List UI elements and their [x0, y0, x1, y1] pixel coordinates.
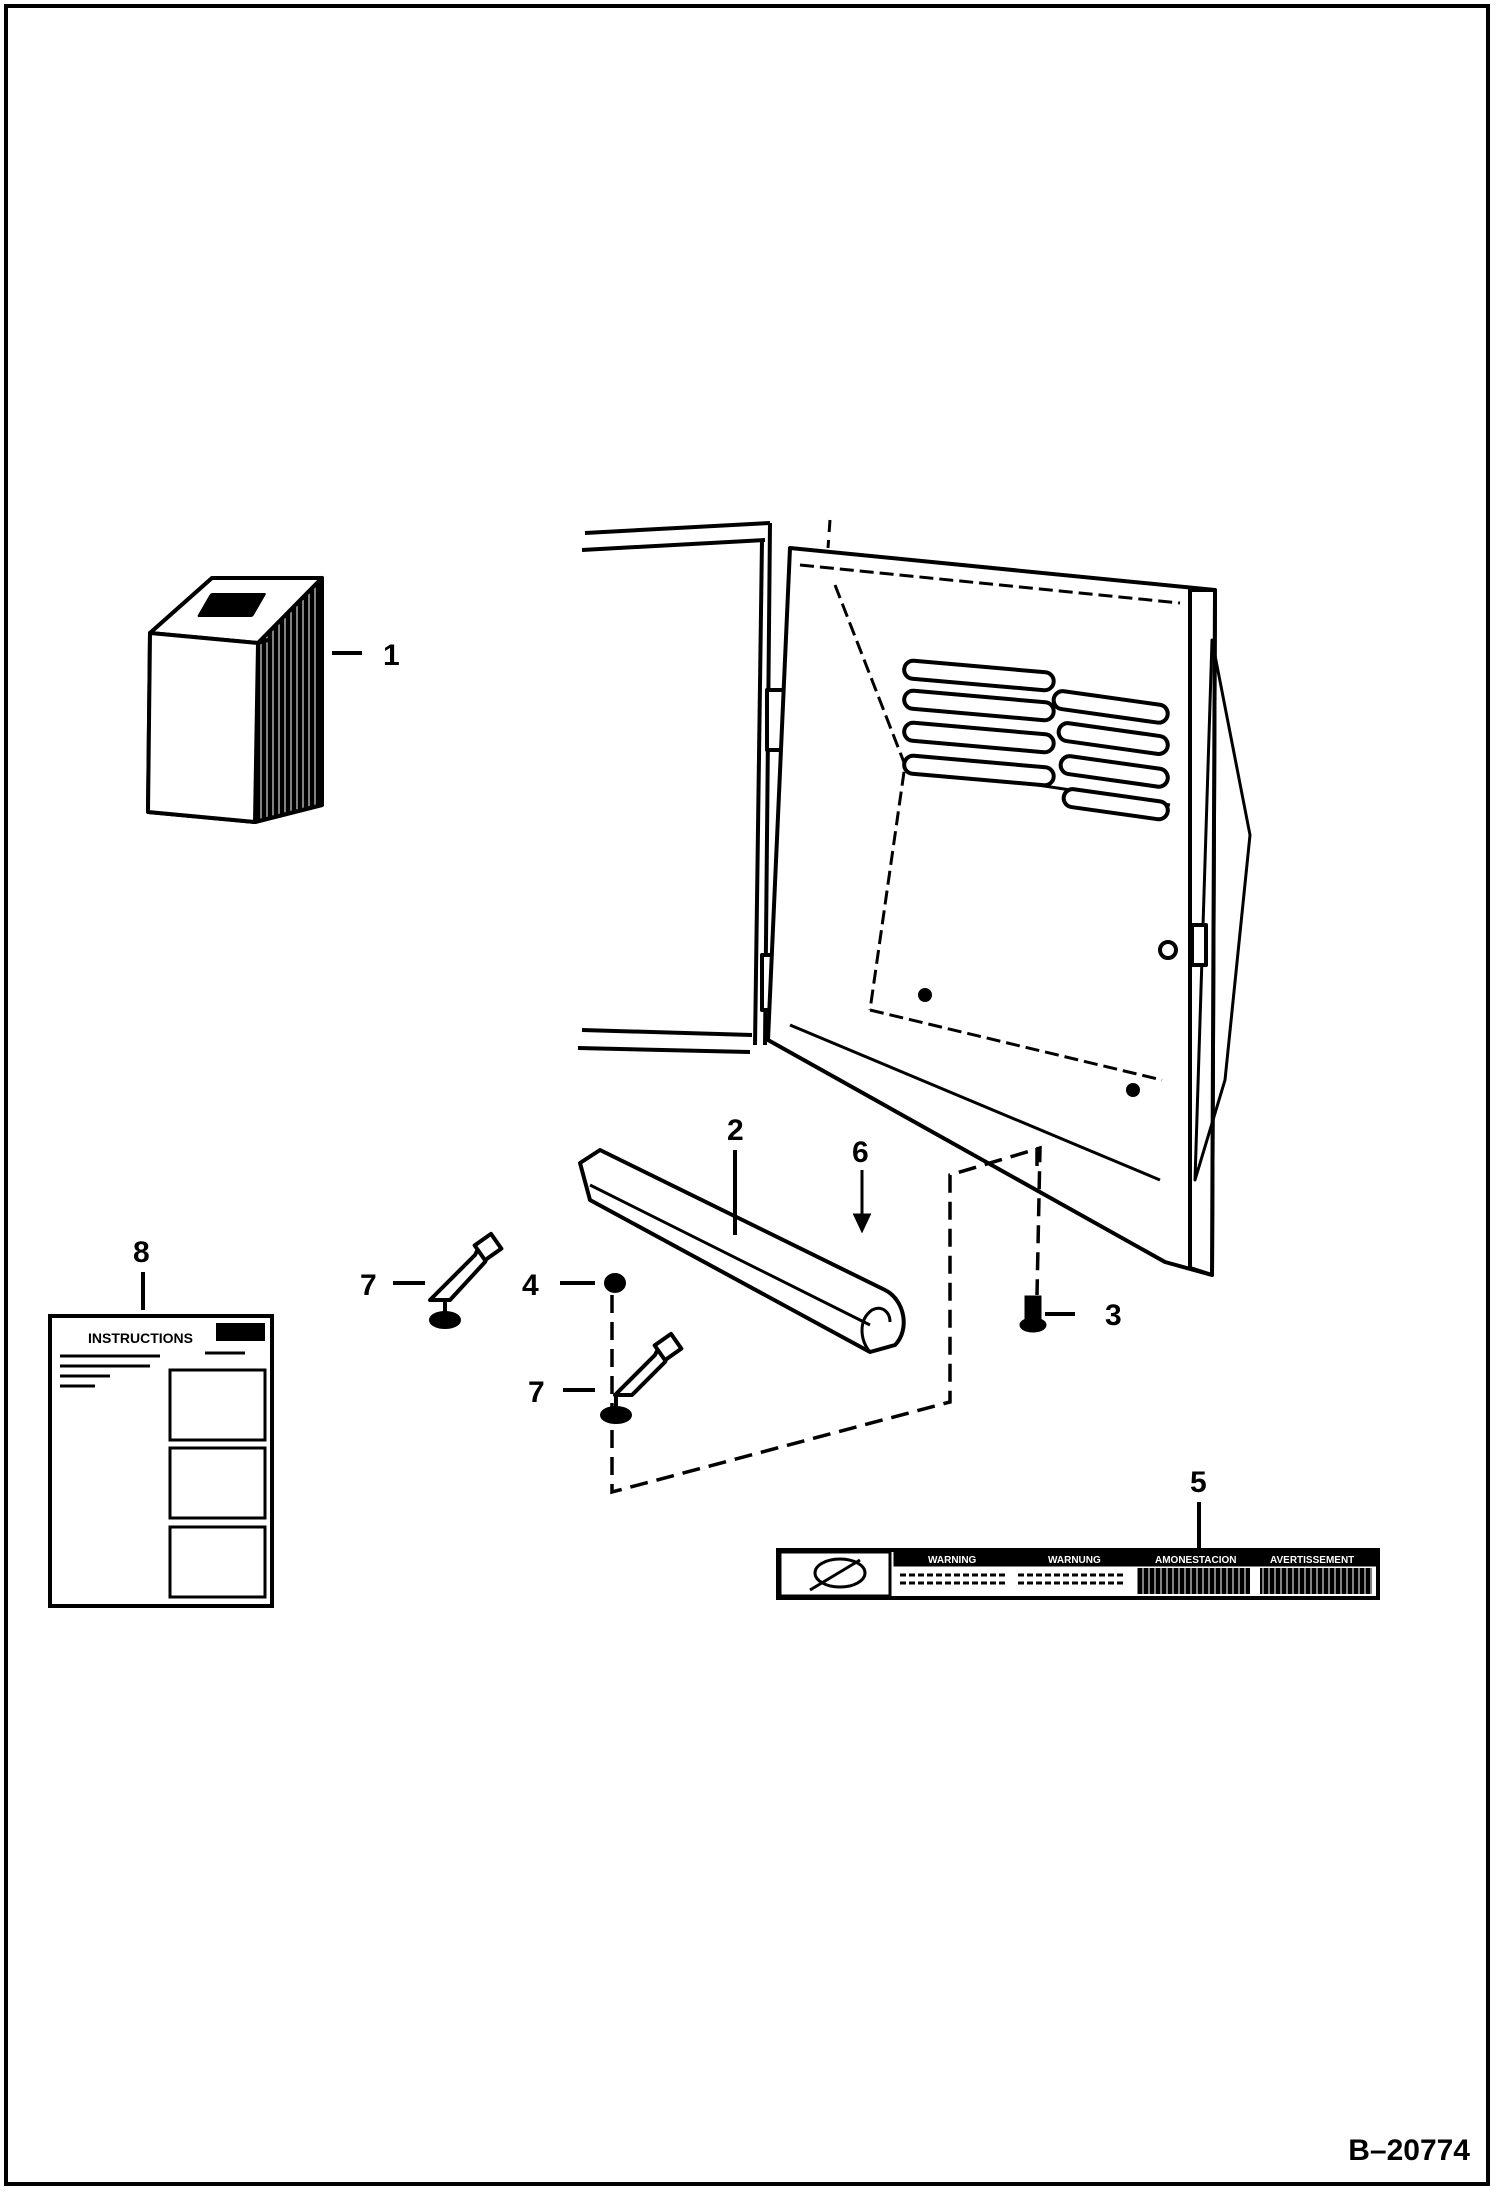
callout-3: 3 — [1105, 1299, 1122, 1332]
part-1-package — [146, 576, 324, 824]
part-3-bolt — [1019, 1295, 1047, 1333]
callout-6: 6 — [852, 1136, 869, 1169]
part-4-nut — [604, 1273, 626, 1293]
callout-7-upper: 7 — [360, 1269, 377, 1302]
drawing-frame — [4, 4, 1490, 2186]
decal-panel-2: WARNUNG — [1048, 1555, 1101, 1566]
instruction-sheet-heading: INSTRUCTIONS — [88, 1330, 193, 1346]
callout-8: 8 — [133, 1236, 150, 1269]
part-8-instruction-sheet — [48, 1314, 274, 1608]
assembly-lines — [610, 1145, 1042, 1495]
callout-7-lower: 7 — [528, 1376, 545, 1409]
rear-panel — [766, 546, 1252, 1277]
part-5-warning-decal — [776, 1548, 1380, 1600]
decal-panel-4: AVERTISSEMENT — [1270, 1555, 1354, 1566]
drawing-number: B–20774 — [1348, 2134, 1470, 2167]
callout-1: 1 — [383, 639, 400, 672]
part-6-marker — [852, 1170, 872, 1234]
part-2-strip — [578, 1148, 906, 1354]
callout-2: 2 — [727, 1114, 744, 1147]
decal-panel-3: AMONESTACION — [1155, 1555, 1236, 1566]
callout-4: 4 — [522, 1269, 539, 1302]
callout-5: 5 — [1190, 1466, 1207, 1499]
leader-lines — [141, 651, 1201, 1548]
part-7-clip-lower — [600, 1331, 684, 1424]
machine-frame — [577, 519, 832, 1054]
decal-panel-1: WARNING — [928, 1555, 977, 1566]
part-7-clip-upper — [428, 1231, 504, 1329]
